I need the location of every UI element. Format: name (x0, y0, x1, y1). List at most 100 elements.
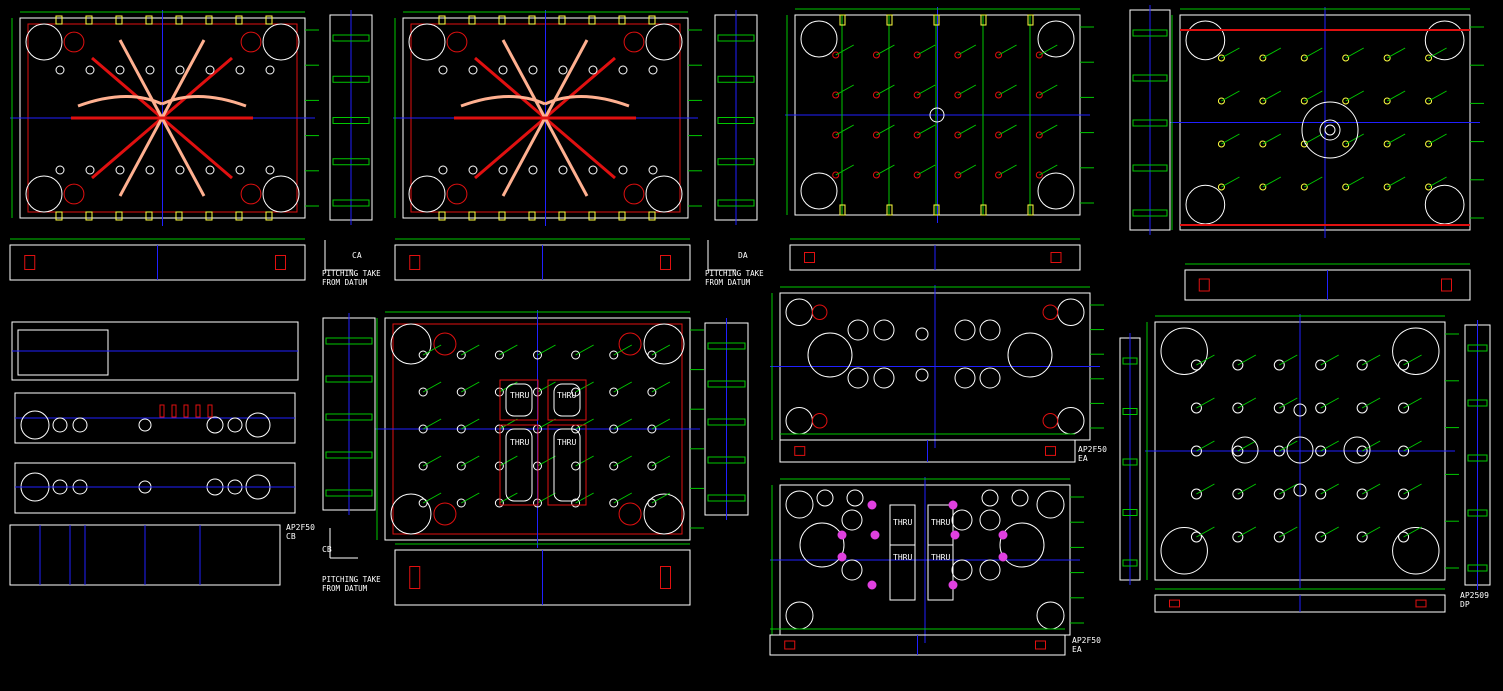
section-ref-gb: AP2509 (1460, 591, 1489, 600)
hole (872, 51, 880, 59)
hole-leader (461, 418, 480, 430)
note-line: PITCHING TAKE (322, 575, 381, 584)
hole (1383, 54, 1391, 62)
section-detail (1441, 278, 1452, 292)
side-detail (717, 117, 755, 124)
thru-label: THRU (510, 438, 529, 447)
pin (235, 15, 243, 25)
hole-leader (916, 84, 936, 96)
pin (145, 15, 153, 25)
side-detail (332, 75, 370, 83)
hole (995, 51, 1003, 59)
hole (647, 350, 657, 360)
hole (954, 51, 962, 59)
pin (115, 211, 123, 221)
runner (91, 116, 163, 180)
hole (832, 91, 840, 99)
hole-leader (422, 492, 442, 504)
pin (933, 14, 940, 26)
hole-leader (1304, 176, 1323, 188)
pin (1027, 204, 1034, 216)
hole-leader (835, 44, 854, 56)
thru-label: THRU (893, 518, 912, 527)
guide-pillar-hole (1424, 20, 1465, 61)
hole-leader (422, 418, 442, 430)
return-pin-hole (1042, 412, 1059, 429)
pitching-note-3: PITCHING TAKE FROM DATUM (322, 575, 381, 593)
insert-runner (501, 117, 547, 197)
hole-leader (835, 124, 854, 136)
hole-leader (1196, 440, 1215, 452)
hole-leader (422, 344, 442, 356)
bore-hole (799, 522, 845, 568)
hole-leader (1304, 133, 1323, 145)
screw-hole (265, 65, 275, 75)
hole (1259, 97, 1267, 105)
hole (647, 461, 657, 471)
side-detail (325, 489, 373, 497)
guide-pillar-hole (1037, 20, 1075, 58)
hole (1217, 183, 1225, 191)
screw-hole (85, 65, 95, 75)
bore-hole (841, 559, 863, 581)
guide-pillar-hole (643, 493, 685, 535)
hole (494, 424, 504, 434)
hole (20, 410, 50, 440)
ejector-pin (867, 500, 877, 510)
screw-hole (265, 165, 275, 175)
hole-leader (1279, 483, 1298, 495)
hole-leader (835, 164, 854, 176)
guide-pillar-hole (390, 493, 432, 535)
hole (1315, 402, 1327, 414)
pin (1027, 14, 1034, 26)
thru-pockets: THRU THRU THRU THRU THRU THRU THRU THRU (510, 391, 950, 562)
hole (1425, 97, 1433, 105)
thru-label: THRU (931, 553, 950, 562)
pin-slot (195, 404, 201, 418)
hole (456, 424, 466, 434)
insert-runner (160, 39, 206, 119)
hole-leader (1262, 47, 1282, 59)
screw-hole (558, 65, 568, 75)
screw-hole (438, 165, 448, 175)
hole (1425, 54, 1433, 62)
hole-leader (651, 418, 671, 430)
hole (1356, 359, 1368, 371)
hole-leader (537, 381, 556, 393)
hole (1190, 402, 1202, 414)
screw-hole (468, 165, 478, 175)
pin (558, 15, 566, 25)
note-box (17, 329, 109, 376)
hole-leader (1320, 483, 1339, 495)
bore-hole (1011, 489, 1029, 507)
pitching-note-1: PITCHING TAKE FROM DATUM (322, 269, 381, 287)
side-detail (1467, 564, 1488, 572)
bore-hole (1286, 436, 1314, 464)
screw-hole (115, 65, 125, 75)
note-line: FROM DATUM (322, 278, 368, 287)
thru-pocket (499, 379, 539, 421)
hole (1035, 171, 1043, 179)
screw-hole (55, 65, 65, 75)
hole-leader (1279, 397, 1298, 409)
bore-hole (954, 367, 976, 389)
side-detail (1122, 559, 1138, 567)
hole-leader (461, 455, 480, 467)
guide-pillar-hole (1392, 527, 1440, 575)
section-detail (1045, 446, 1056, 456)
pin (933, 204, 940, 216)
return-pin-hole (63, 31, 85, 53)
hole (1398, 402, 1410, 414)
hole (1035, 51, 1043, 59)
guide-pillar-hole (645, 175, 683, 213)
hole (1300, 183, 1308, 191)
pin (468, 15, 476, 25)
insert-runner (501, 39, 547, 119)
hole-leader (1279, 526, 1298, 538)
drawing-geometry (9, 5, 1491, 656)
hole-leader (998, 84, 1017, 96)
screw-hole (175, 65, 185, 75)
section-ref-fb: AP2F50 (1072, 636, 1101, 645)
hole (1383, 183, 1391, 191)
